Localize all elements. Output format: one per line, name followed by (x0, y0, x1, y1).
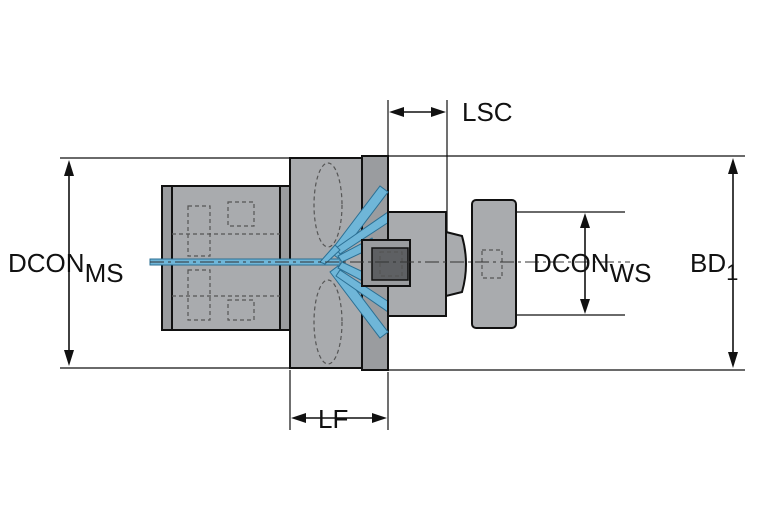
label-dcon-ws: DCONWS (533, 248, 651, 288)
label-lf: LF (318, 404, 348, 434)
dim-lf (291, 413, 387, 423)
label-dcon-ms: DCONMS (8, 248, 124, 288)
label-bd1-main: BD (690, 248, 726, 278)
shank-ms (161, 185, 291, 331)
label-dcon-ms-sub: MS (85, 258, 124, 288)
label-bd1: BD1 (690, 248, 738, 285)
extension-lines (60, 100, 745, 430)
label-bd1-sub: 1 (726, 260, 738, 285)
label-lsc: LSC (462, 97, 513, 127)
label-dcon-ws-sub: WS (610, 258, 652, 288)
dim-dcon-ws (580, 213, 590, 314)
spigot-ws (361, 199, 517, 329)
dim-dcon-ms (64, 160, 74, 366)
label-dcon-ws-main: DCON (533, 248, 610, 278)
label-dcon-ms-main: DCON (8, 248, 85, 278)
dim-lsc (389, 107, 446, 117)
dim-bd1 (728, 158, 738, 368)
